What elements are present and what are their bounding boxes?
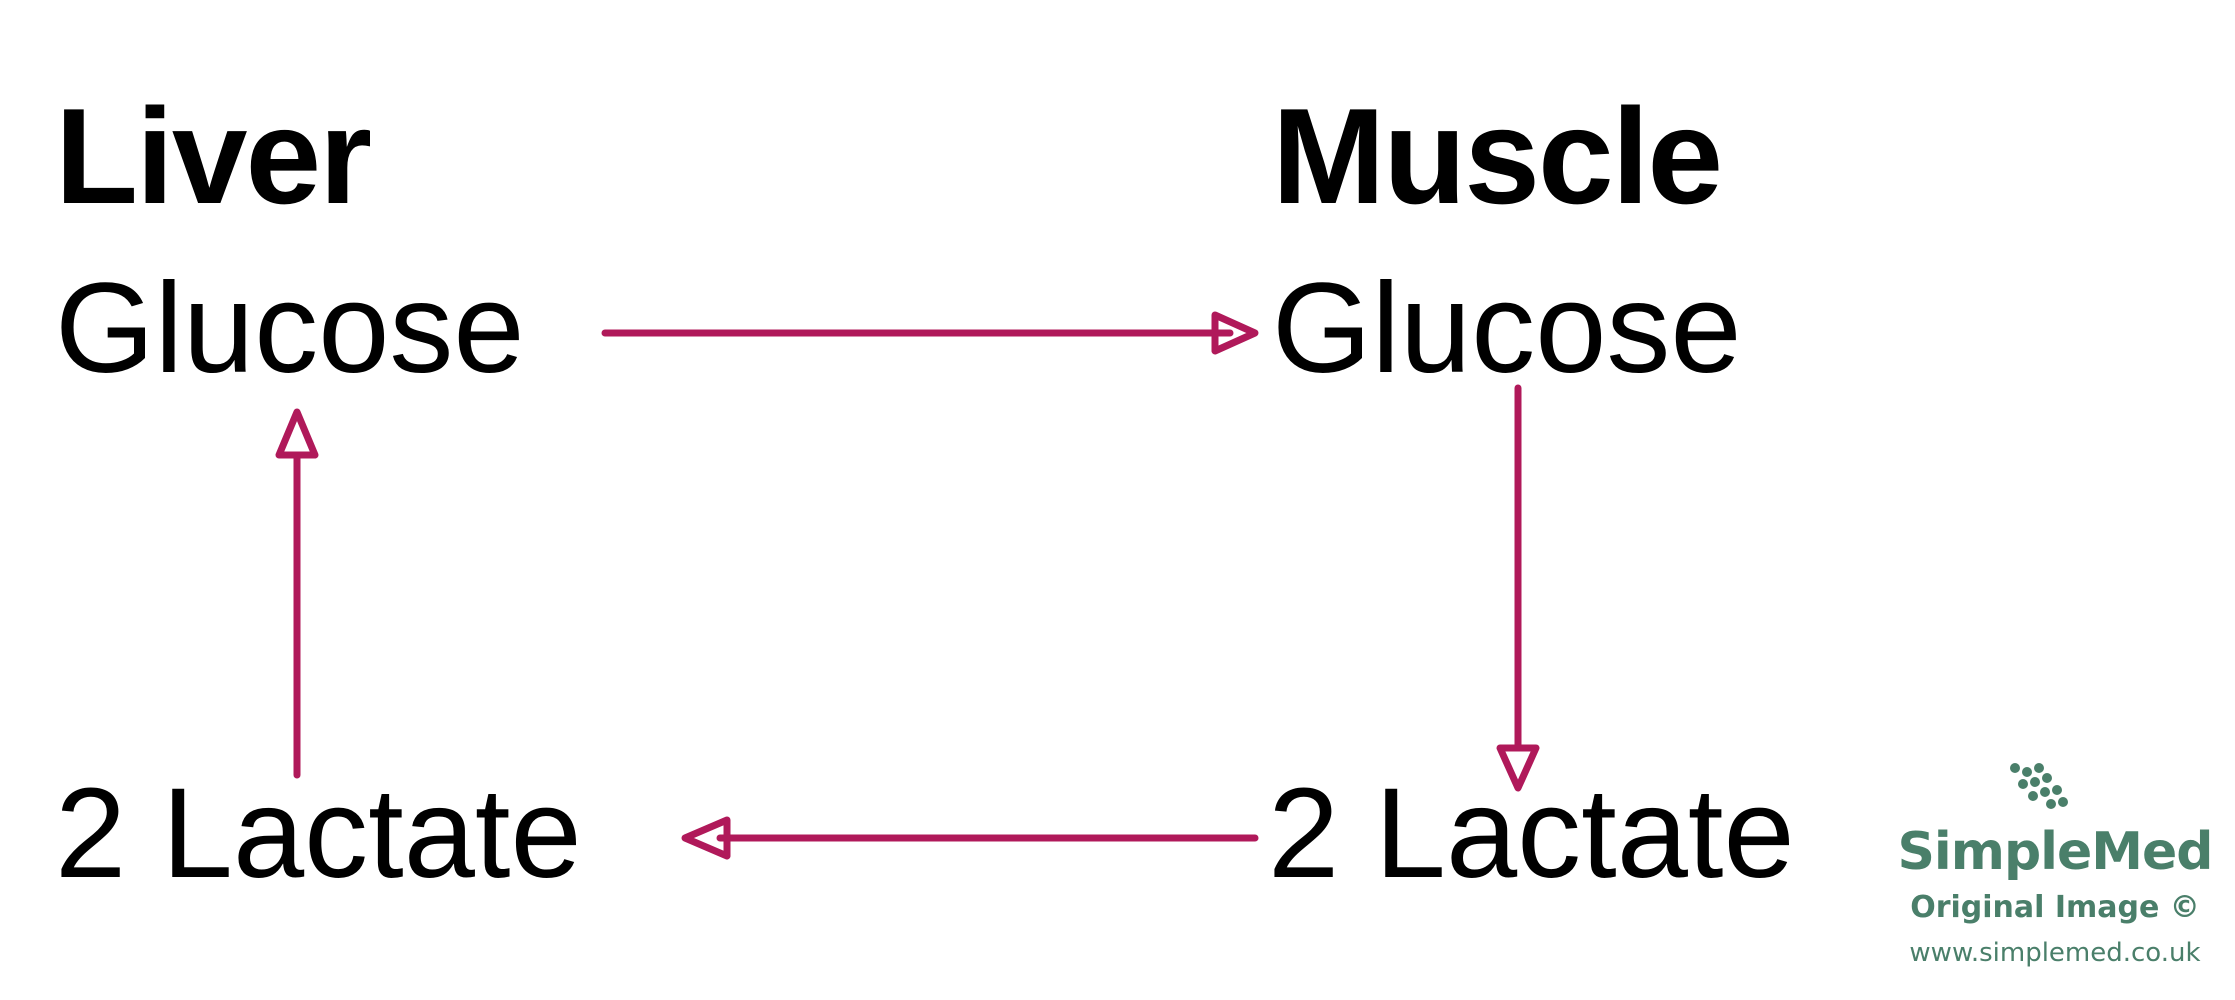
liver-heading: Liver	[55, 80, 372, 232]
arrowhead-icon	[275, 408, 319, 459]
arrow-lactate-to-glucose-liver	[275, 408, 319, 779]
simplemed-watermark: SimpleMed Original Image © www.simplemed…	[1895, 760, 2215, 980]
watermark-name: SimpleMed	[1897, 822, 2213, 882]
liver-glucose-label: Glucose	[55, 257, 525, 400]
muscle-lactate-label: 2 Lactate	[1268, 762, 1795, 905]
arrowhead-icon	[1211, 311, 1259, 355]
watermark-subtitle: Original Image ©	[1910, 890, 2200, 925]
watermark-url: www.simplemed.co.uk	[1909, 938, 2201, 968]
simplemed-logo-icon	[2010, 763, 2068, 809]
arrowhead-icon	[681, 816, 731, 860]
arrow-glucose-to-lactate-muscle	[1496, 384, 1540, 792]
muscle-glucose-label: Glucose	[1272, 257, 1742, 400]
muscle-heading: Muscle	[1272, 80, 1723, 232]
liver-lactate-label: 2 Lactate	[55, 762, 582, 905]
arrow-muscle-to-liver-lactate	[681, 816, 1259, 860]
arrow-liver-to-muscle-glucose	[601, 311, 1259, 355]
